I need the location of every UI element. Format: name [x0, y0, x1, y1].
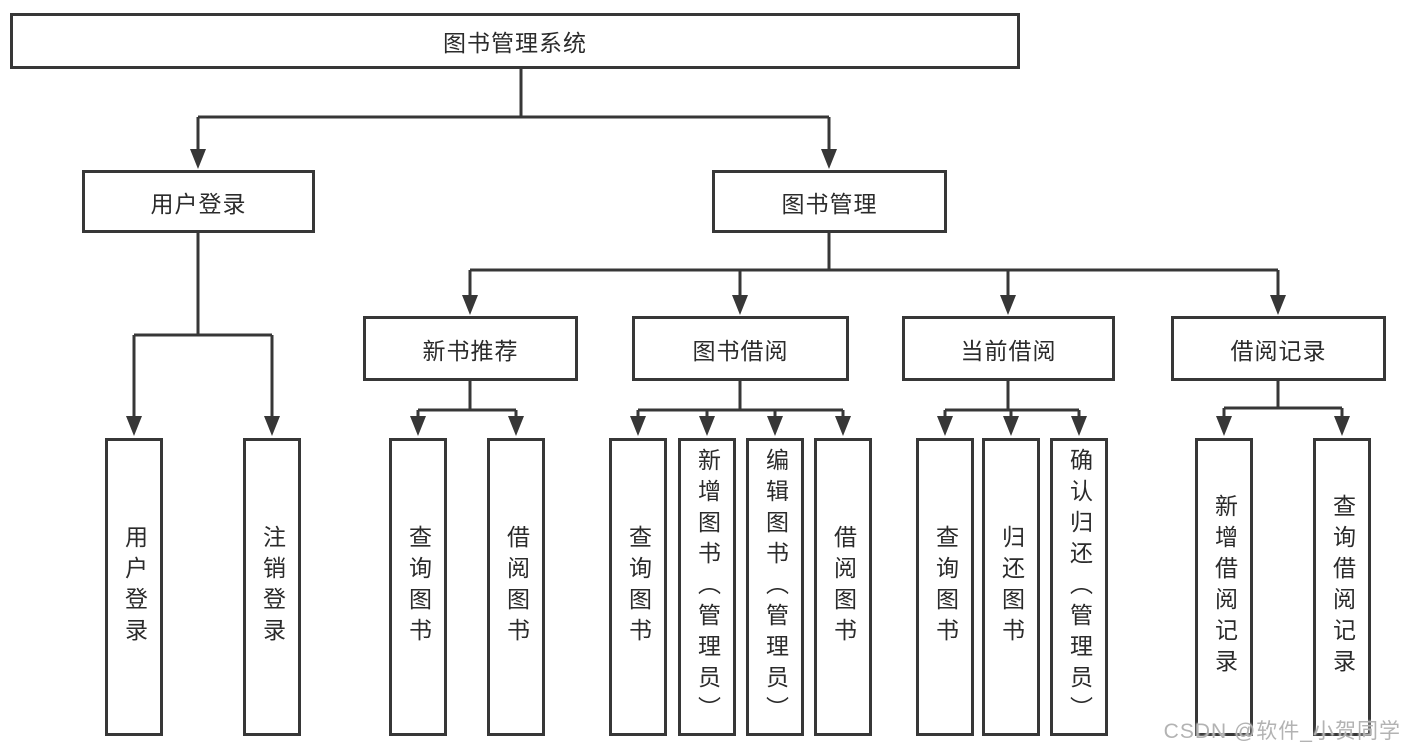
connector-currentborrow-to-leaves	[943, 381, 1081, 421]
connector-bookborrow-to-leaves	[636, 381, 845, 421]
node-borrowing-records: 借阅记录	[1171, 316, 1386, 381]
connector-userlogin-to-leaves	[132, 233, 274, 420]
leaf-add-borrow-record: 新增借阅记录	[1195, 438, 1253, 736]
leaf-query-borrow-record: 查询借阅记录	[1313, 438, 1371, 736]
arrowheads	[126, 149, 1350, 436]
leaf-confirm-return-admin: 确认归还（管理员）	[1050, 438, 1108, 736]
node-current-borrowing: 当前借阅	[902, 316, 1115, 381]
leaf-edit-book-admin: 编辑图书（管理员）	[746, 438, 804, 736]
connector-root-to-level2	[196, 69, 831, 152]
connector-records-to-leaves	[1222, 381, 1344, 421]
leaf-query-books-borrowing: 查询图书	[609, 438, 667, 736]
leaf-borrow-books-recommend: 借阅图书	[487, 438, 545, 736]
node-user-login: 用户登录	[82, 170, 315, 233]
leaf-query-books-recommend: 查询图书	[389, 438, 447, 736]
node-book-borrowing: 图书借阅	[632, 316, 849, 381]
leaf-user-login: 用户登录	[105, 438, 163, 736]
node-new-book-recommendation: 新书推荐	[363, 316, 578, 381]
leaf-logout: 注销登录	[243, 438, 301, 736]
leaf-add-book-admin: 新增图书（管理员）	[678, 438, 736, 736]
connector-bookmgmt-to-level3	[468, 233, 1280, 300]
leaf-query-books-current: 查询图书	[916, 438, 974, 736]
node-book-management: 图书管理	[712, 170, 947, 233]
leaf-return-book: 归还图书	[982, 438, 1040, 736]
node-library-management-system: 图书管理系统	[10, 13, 1020, 69]
csdn-watermark: CSDN @软件_小贺同学	[1163, 720, 1401, 743]
connector-newbook-to-leaves	[416, 381, 518, 421]
leaf-borrow-books-borrowing: 借阅图书	[814, 438, 872, 736]
